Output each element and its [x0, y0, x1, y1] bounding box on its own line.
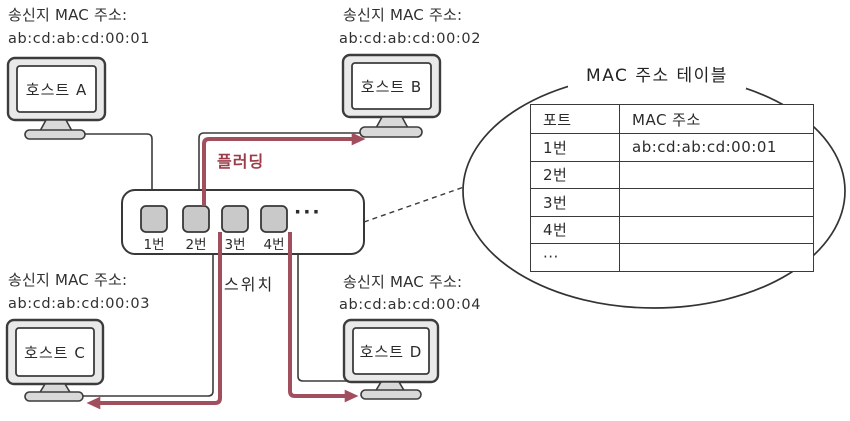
host-b-label: 호스트 B: [360, 78, 423, 96]
mac-table-title: MAC 주소 테이블: [568, 59, 746, 89]
mac-table-header-row: 포트 MAC 주소: [530, 104, 814, 134]
mac-table-mac-cell: [619, 243, 814, 272]
host-b-src-caption: 송신지 MAC 주소:: [343, 6, 463, 24]
flooding-label: 플러딩: [217, 152, 265, 171]
host-c-monitor: [5, 318, 105, 402]
table-row: 2번: [530, 160, 814, 189]
more-ports-ellipsis: ···: [294, 201, 322, 223]
host-c-label: 호스트 C: [24, 344, 86, 362]
flooding-arrow-to-host-c: [86, 232, 222, 410]
switch-port-2: [182, 205, 210, 233]
cable-host-b-port2: [198, 132, 363, 206]
mac-table-mac-cell: ab:cd:ab:cd:00:01: [619, 133, 814, 162]
cable-host-d-port4: [297, 232, 364, 382]
host-d-src-caption: 송신지 MAC 주소:: [343, 273, 463, 291]
mac-table-port-cell: ···: [530, 243, 620, 272]
mac-table-port-cell: 2번: [530, 160, 620, 189]
host-b-src-mac: ab:cd:ab:cd:00:02: [339, 31, 482, 47]
port-2-label: 2번: [185, 237, 207, 253]
switch-port-3: [221, 205, 249, 233]
mac-table-port-cell: 3번: [530, 188, 620, 217]
host-b-monitor: [341, 53, 442, 138]
port-1-label: 1번: [143, 237, 165, 253]
flooding-arrow-to-host-b: [202, 132, 366, 206]
switch-label: 스위치: [224, 275, 275, 294]
host-d-src-mac: ab:cd:ab:cd:00:04: [339, 297, 482, 313]
table-row: 3번: [530, 188, 814, 217]
mac-table-port-cell: 1번: [530, 133, 620, 162]
mac-table-header-port: 포트: [530, 104, 620, 134]
host-a-monitor: [6, 56, 107, 140]
mac-address-table: 포트 MAC 주소 1번 ab:cd:ab:cd:00:01 2번 3번 4번 …: [530, 104, 814, 272]
cable-host-c-port3: [82, 232, 214, 397]
port-4-label: 4번: [263, 237, 285, 253]
mac-table-mac-cell: [619, 160, 814, 189]
mac-table-mac-cell: [619, 188, 814, 217]
host-d-label: 호스트 D: [359, 343, 423, 361]
host-c-src-mac: ab:cd:ab:cd:00:03: [8, 296, 151, 312]
host-a-src-mac: ab:cd:ab:cd:00:01: [8, 31, 151, 47]
mac-table-header-mac: MAC 주소: [619, 104, 814, 134]
switch-port-1: [140, 205, 168, 233]
table-row: ···: [530, 243, 814, 272]
host-d-monitor: [342, 318, 440, 400]
flooding-arrow-to-host-d: [288, 232, 359, 403]
host-a-src-caption: 송신지 MAC 주소:: [8, 6, 128, 24]
cable-host-a-port1: [78, 133, 153, 206]
table-row: 4번: [530, 215, 814, 244]
port-3-label: 3번: [224, 237, 246, 253]
mac-table-mac-cell: [619, 215, 814, 244]
bubble-callout-dashed-line: [363, 186, 465, 223]
mac-table-port-cell: 4번: [530, 215, 620, 244]
host-c-src-caption: 송신지 MAC 주소:: [8, 271, 128, 289]
switch-port-4: [260, 205, 288, 233]
table-row: 1번 ab:cd:ab:cd:00:01: [530, 133, 814, 162]
host-a-label: 호스트 A: [25, 81, 88, 99]
